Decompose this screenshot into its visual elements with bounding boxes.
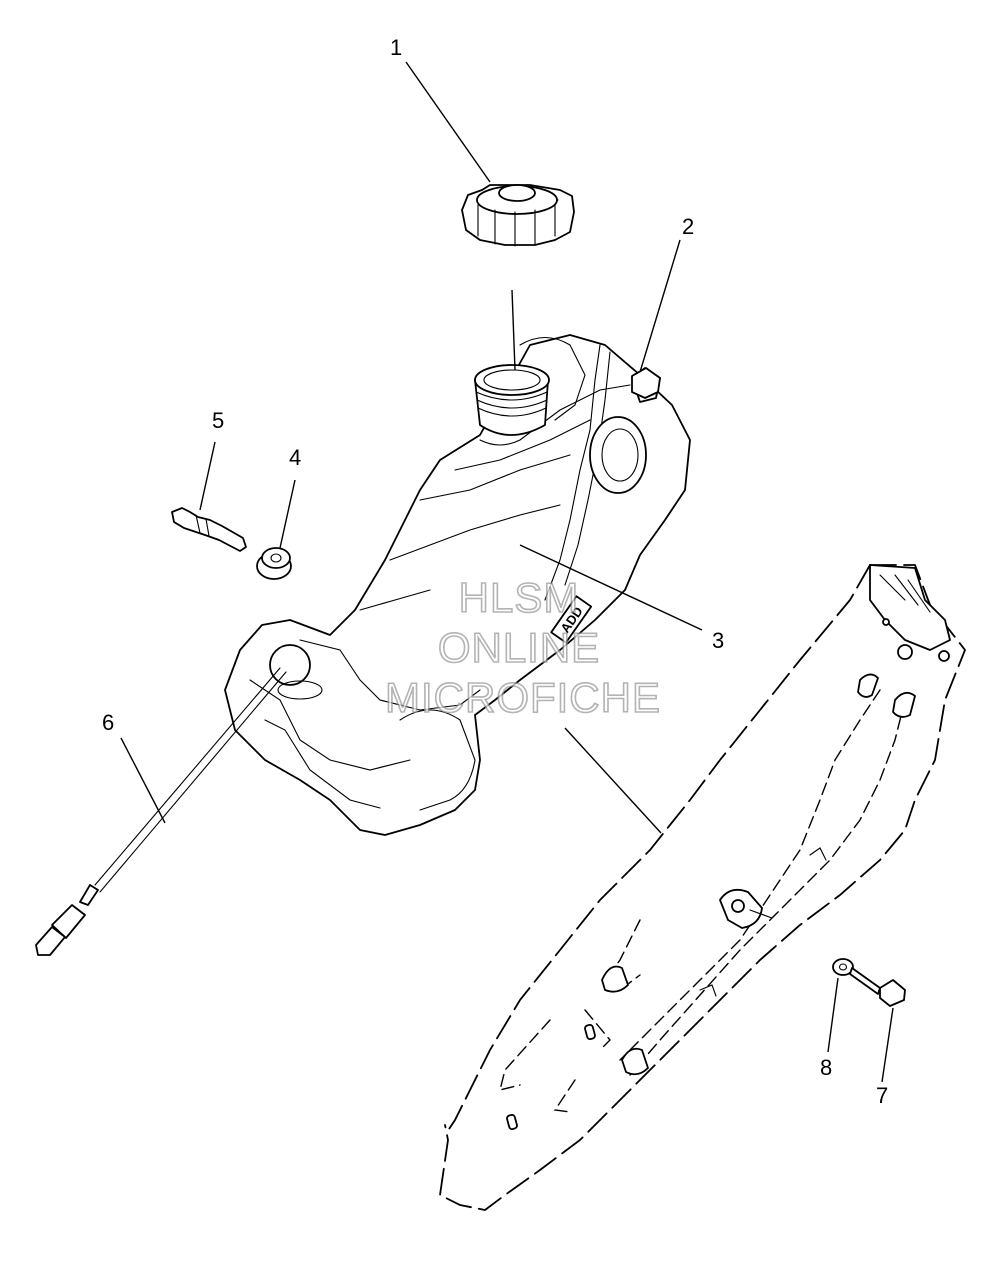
watermark-line-2: ONLINE — [438, 624, 600, 671]
callouts: 1 2 3 4 5 6 7 8 — [102, 35, 888, 1108]
tank-fitting — [171, 507, 247, 552]
watermark-line-1: HLSM — [459, 574, 580, 621]
watermark: HLSM ONLINE MICROFICHE — [384, 573, 661, 722]
washer — [832, 958, 854, 976]
callout-8: 8 — [820, 1055, 832, 1080]
bolt — [849, 967, 906, 1007]
callout-3: 3 — [712, 628, 724, 653]
callout-5: 5 — [212, 408, 224, 433]
frame-outline — [439, 564, 967, 1211]
callout-7: 7 — [876, 1083, 888, 1108]
callout-6: 6 — [102, 710, 114, 735]
callout-2: 2 — [682, 214, 694, 239]
fuel-tank: ADD — [224, 334, 691, 836]
grommet — [256, 547, 292, 580]
callout-4: 4 — [289, 445, 301, 470]
fuel-cap — [461, 184, 575, 247]
callout-1: 1 — [390, 35, 402, 60]
vent-fitting — [631, 367, 661, 399]
leader-lines — [120, 61, 894, 1083]
watermark-line-3: MICROFICHE — [385, 674, 661, 721]
sender-wire — [35, 667, 287, 956]
